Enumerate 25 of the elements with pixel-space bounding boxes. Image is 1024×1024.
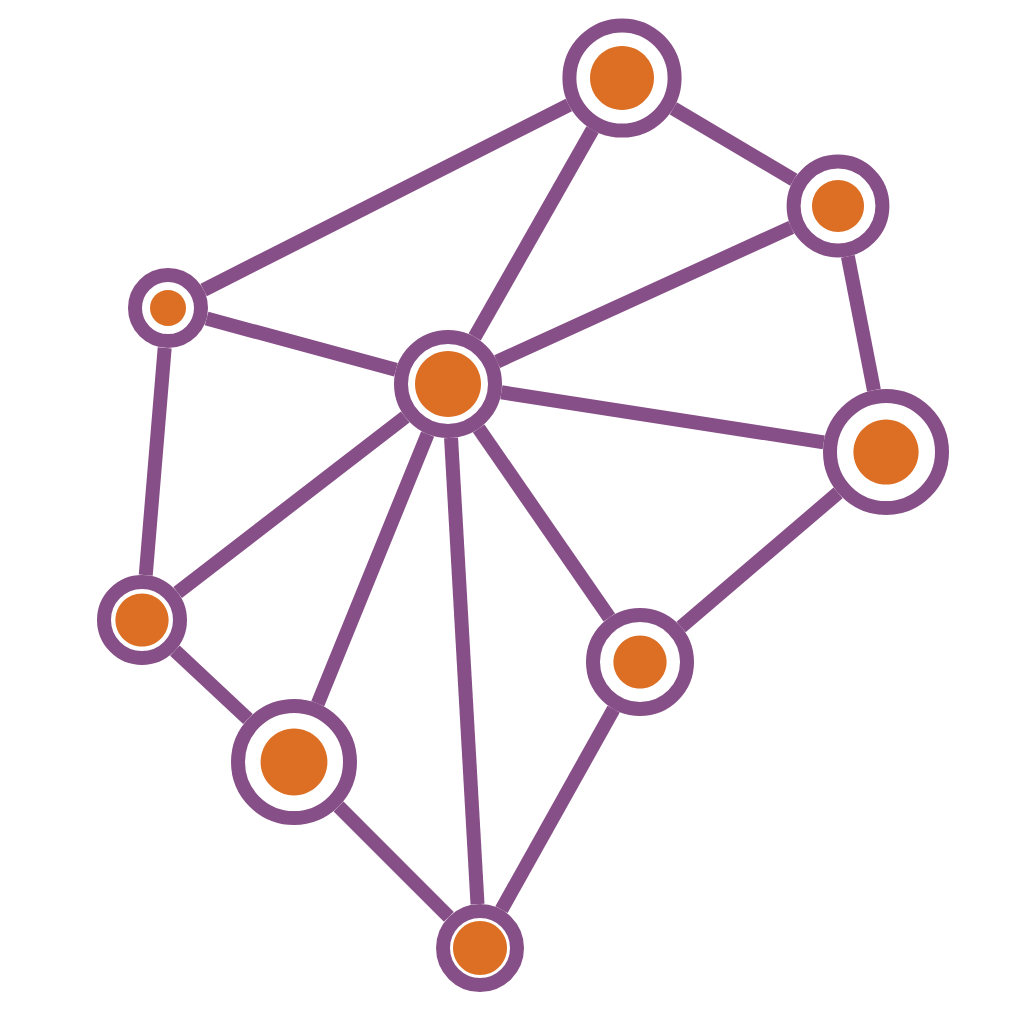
- network-node: [436, 904, 524, 992]
- connector-line: [495, 705, 620, 913]
- network-node: [586, 608, 694, 716]
- network-node: [823, 389, 949, 515]
- connector-line: [669, 102, 798, 186]
- network-node: [231, 699, 357, 825]
- connector-line: [170, 645, 253, 725]
- network-node: [786, 154, 890, 258]
- connector-line: [333, 801, 454, 922]
- connector-line: [200, 98, 572, 297]
- connector-line: [444, 437, 485, 905]
- network-node: [97, 575, 187, 665]
- connector-line: [676, 487, 843, 633]
- connector-line: [472, 424, 616, 622]
- network-node: [128, 268, 208, 348]
- connector-line: [204, 311, 398, 377]
- connector-line: [173, 411, 410, 599]
- connector-line: [841, 255, 881, 392]
- connector-line: [494, 220, 795, 368]
- connector-line: [138, 347, 172, 576]
- network-node: [394, 330, 502, 438]
- network-node: [562, 18, 682, 138]
- connector-line: [500, 385, 825, 450]
- connector-line: [468, 126, 599, 341]
- connector-line: [311, 431, 435, 707]
